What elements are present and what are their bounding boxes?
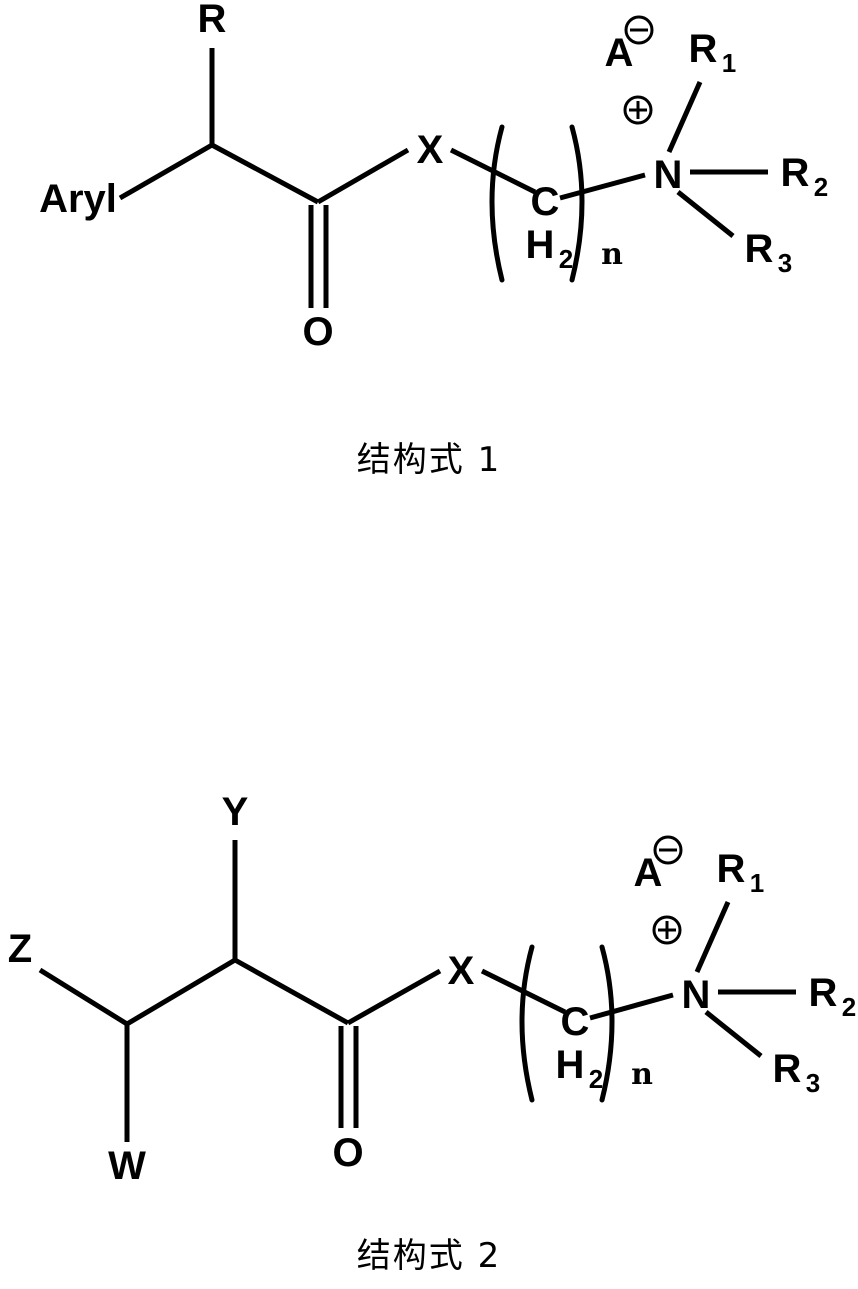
cation-plus-charge-icon bbox=[623, 95, 653, 125]
bond-alpha-carbon-to-carbonyl bbox=[210, 142, 320, 205]
structure-1-drawing: R Aryl O X C H 2 n A N R bbox=[39, 0, 828, 354]
label-r2: R bbox=[781, 151, 810, 195]
bond-alpha-carbon-to-beta-carbon bbox=[125, 957, 237, 1027]
label-w-bottom: W bbox=[108, 1144, 146, 1188]
caption-structure-2: 结构式 2 bbox=[356, 1236, 502, 1276]
label-r2-subscript: 2 bbox=[814, 172, 828, 202]
label-r-top: R bbox=[198, 0, 227, 41]
bond-alpha-carbon-to-carbonyl bbox=[233, 957, 350, 1026]
bond-nitrogen-to-r1 bbox=[666, 80, 703, 154]
label-nitrogen: N bbox=[682, 973, 711, 1017]
bond-methylene-to-nitrogen bbox=[559, 172, 646, 201]
label-r3-subscript: 3 bbox=[806, 1068, 820, 1098]
anion-minus-charge-icon bbox=[653, 835, 683, 865]
bond-carbonyl-to-x bbox=[346, 968, 442, 1026]
caption-structure-1: 结构式 1 bbox=[356, 440, 502, 480]
label-nitrogen: N bbox=[654, 153, 683, 197]
cation-plus-charge-icon bbox=[652, 915, 682, 945]
anion-minus-charge-icon bbox=[624, 15, 654, 45]
label-methylene-carbon: C bbox=[531, 180, 560, 224]
bond-methylene-to-nitrogen bbox=[589, 992, 674, 1021]
label-r3-subscript: 3 bbox=[778, 248, 792, 278]
bond-nitrogen-to-r1 bbox=[694, 900, 731, 974]
repeat-unit-right-parenthesis bbox=[599, 944, 615, 1103]
bond-nitrogen-to-r3 bbox=[704, 1010, 763, 1058]
label-carbonyl-oxygen: O bbox=[332, 1131, 363, 1175]
label-y-top: Y bbox=[222, 790, 249, 834]
label-methylene-hydrogen-subscript: 2 bbox=[589, 1064, 603, 1094]
label-aryl: Aryl bbox=[39, 177, 117, 221]
label-x-linker: X bbox=[448, 949, 475, 993]
label-methylene-hydrogen: H bbox=[526, 223, 555, 267]
bond-nitrogen-to-r3 bbox=[676, 190, 735, 238]
label-x-linker: X bbox=[417, 128, 444, 172]
structure-figure-2: Y Z W O X C H 2 n A N R bbox=[0, 790, 858, 1289]
label-repeat-count-n: n bbox=[631, 1057, 653, 1092]
label-r2: R bbox=[809, 971, 838, 1015]
bond-beta-carbon-to-z bbox=[38, 967, 129, 1027]
bond-alpha-carbon-to-aryl bbox=[118, 142, 214, 201]
label-repeat-count-n: n bbox=[601, 237, 623, 272]
repeat-unit-left-parenthesis bbox=[519, 944, 535, 1103]
label-r1: R bbox=[717, 847, 746, 891]
label-r1: R bbox=[689, 27, 718, 71]
label-r3: R bbox=[745, 227, 774, 271]
label-r1-subscript: 1 bbox=[750, 868, 764, 898]
label-methylene-carbon: C bbox=[561, 1000, 590, 1044]
structure-figure-1: R Aryl O X C H 2 n A N R bbox=[0, 0, 858, 520]
bond-carbonyl-to-x bbox=[316, 147, 410, 205]
label-carbonyl-oxygen: O bbox=[302, 310, 333, 354]
repeat-unit-right-parenthesis bbox=[569, 124, 585, 283]
label-r1-subscript: 1 bbox=[722, 48, 736, 78]
repeat-unit-left-parenthesis bbox=[489, 124, 505, 283]
label-methylene-hydrogen-subscript: 2 bbox=[559, 244, 573, 274]
structure-2-drawing: Y Z W O X C H 2 n A N R bbox=[8, 790, 856, 1188]
label-z-left: Z bbox=[8, 927, 32, 971]
label-methylene-hydrogen: H bbox=[556, 1043, 585, 1087]
label-r3: R bbox=[773, 1047, 802, 1091]
label-r2-subscript: 2 bbox=[842, 992, 856, 1022]
